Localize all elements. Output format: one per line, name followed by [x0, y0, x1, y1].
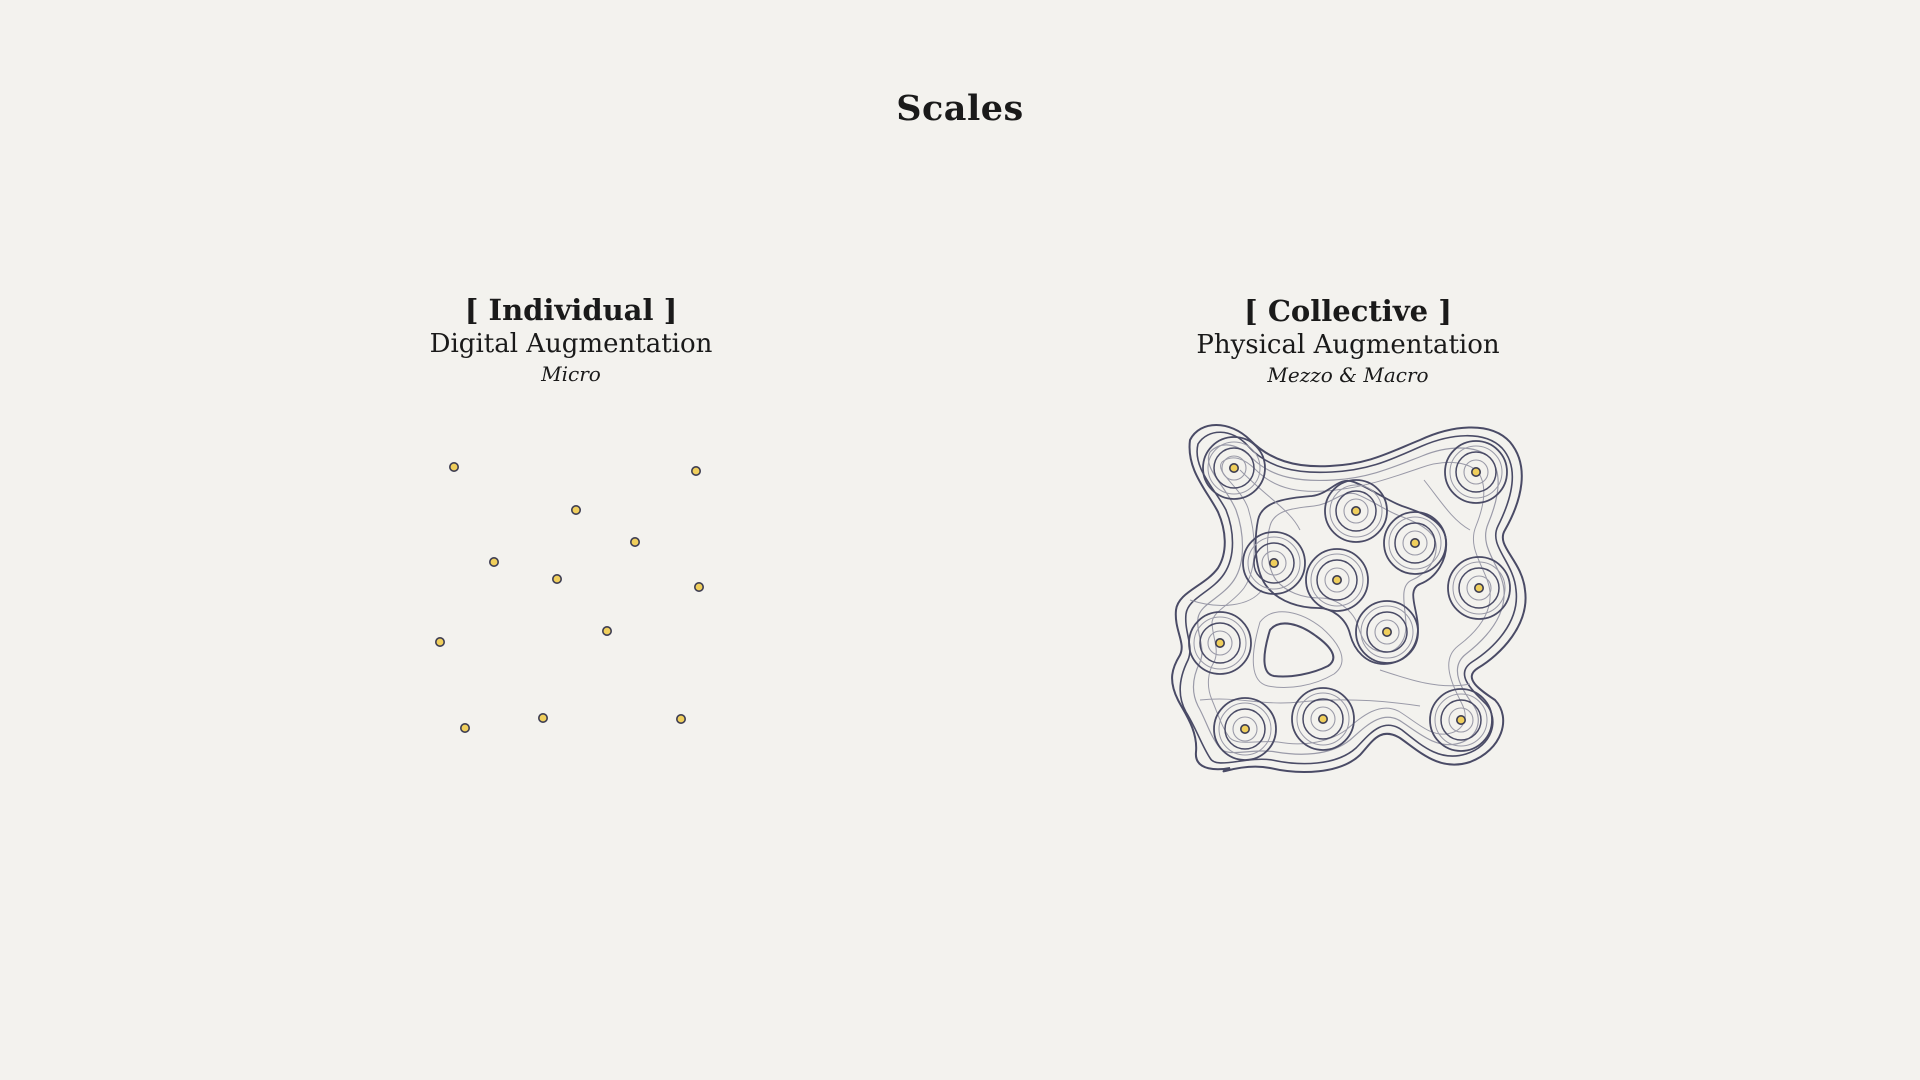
individual-point: [459, 722, 470, 733]
collective-point: [1229, 462, 1240, 473]
collective-point: [1269, 557, 1280, 568]
contour-ring: [1434, 693, 1488, 747]
individual-subtitle: Digital Augmentation: [429, 329, 713, 359]
cluster-contour: [1266, 492, 1437, 653]
contour-ring: [1449, 445, 1503, 499]
flow-contour: [1199, 698, 1421, 707]
hole-contour: [1252, 611, 1343, 688]
individual-point: [488, 556, 499, 567]
outer-contour: [1179, 431, 1518, 765]
contour-ring: [1247, 536, 1301, 590]
flow-contour: [1423, 479, 1471, 531]
contour-ring: [1458, 567, 1500, 609]
contour-ring: [1360, 605, 1414, 659]
contour-ring: [1253, 542, 1295, 584]
contour-ring: [1224, 708, 1266, 750]
contour-ring: [1291, 687, 1355, 751]
collective-heading: [ Collective ]: [1244, 294, 1452, 328]
contour-ring: [1324, 479, 1388, 543]
collective-rings: [1188, 436, 1511, 761]
individual-heading: [ Individual ]: [464, 293, 678, 327]
contour-ring: [1261, 550, 1287, 576]
individual-point: [693, 581, 704, 592]
individual-point: [629, 536, 640, 547]
contour-ring: [1447, 556, 1511, 620]
contour-ring: [1463, 459, 1489, 485]
contour-ring: [1199, 622, 1241, 664]
contour-ring: [1394, 522, 1436, 564]
collective-panel-header: [ Collective ] Physical Augmentation Mez…: [1098, 293, 1598, 389]
collective-point: [1332, 574, 1343, 585]
collective-points: [1215, 462, 1485, 734]
page-title: Scales: [896, 88, 1024, 129]
flow-contour: [1189, 589, 1263, 606]
collective-point: [1410, 537, 1421, 548]
collective-point: [1318, 713, 1329, 724]
individual-point: [601, 625, 612, 636]
contour-ring: [1207, 441, 1261, 495]
collective-scale-label: Mezzo & Macro: [1267, 363, 1429, 387]
contour-ring: [1188, 611, 1252, 675]
contour-ring: [1193, 616, 1247, 670]
contour-ring: [1329, 484, 1383, 538]
contour-ring: [1402, 530, 1428, 556]
contour-ring: [1452, 561, 1506, 615]
inner-contour: [1192, 444, 1505, 755]
contour-ring: [1213, 697, 1277, 761]
collective-subtitle: Physical Augmentation: [1196, 330, 1500, 360]
contour-ring: [1324, 567, 1350, 593]
collective-point: [1471, 466, 1482, 477]
individual-point: [570, 504, 581, 515]
individual-points: [434, 461, 704, 733]
contour-ring: [1207, 630, 1233, 656]
contour-ring: [1440, 699, 1482, 741]
contour-ring: [1383, 511, 1447, 575]
individual-point: [551, 573, 562, 584]
contour-ring: [1355, 600, 1419, 664]
contour-ring: [1388, 516, 1442, 570]
individual-point: [448, 461, 459, 472]
contour-ring: [1455, 451, 1497, 493]
individual-panel-header: [ Individual ] Digital Augmentation Micr…: [321, 292, 821, 388]
individual-scale-label: Micro: [541, 362, 601, 386]
contour-ring: [1343, 498, 1369, 524]
contour-ring: [1242, 531, 1306, 595]
contour-ring: [1444, 440, 1508, 504]
outer-contour: [1171, 424, 1527, 773]
contour-ring: [1310, 553, 1364, 607]
individual-point: [690, 465, 701, 476]
contour-ring: [1302, 698, 1344, 740]
contour-ring: [1202, 436, 1266, 500]
contour-ring: [1310, 706, 1336, 732]
contour-ring: [1218, 702, 1272, 756]
individual-point: [675, 713, 686, 724]
contour-ring: [1305, 548, 1369, 612]
collective-point: [1474, 582, 1485, 593]
collective-point: [1382, 626, 1393, 637]
collective-point: [1456, 714, 1467, 725]
contour-ring: [1232, 716, 1258, 742]
contour-ring: [1429, 688, 1493, 752]
contour-ring: [1335, 490, 1377, 532]
collective-point: [1215, 637, 1226, 648]
contour-ring: [1213, 447, 1255, 489]
individual-point: [434, 636, 445, 647]
contour-ring: [1366, 611, 1408, 653]
contour-ring: [1296, 692, 1350, 746]
collective-point: [1351, 505, 1362, 516]
contour-ring: [1374, 619, 1400, 645]
collective-point: [1240, 723, 1251, 734]
flow-contour: [1379, 669, 1471, 687]
contour-ring: [1448, 707, 1474, 733]
contour-ring: [1466, 575, 1492, 601]
hole-contour: [1263, 622, 1335, 678]
contour-ring: [1221, 455, 1247, 481]
flow-contour: [1239, 469, 1301, 531]
individual-point: [537, 712, 548, 723]
contour-ring: [1316, 559, 1358, 601]
